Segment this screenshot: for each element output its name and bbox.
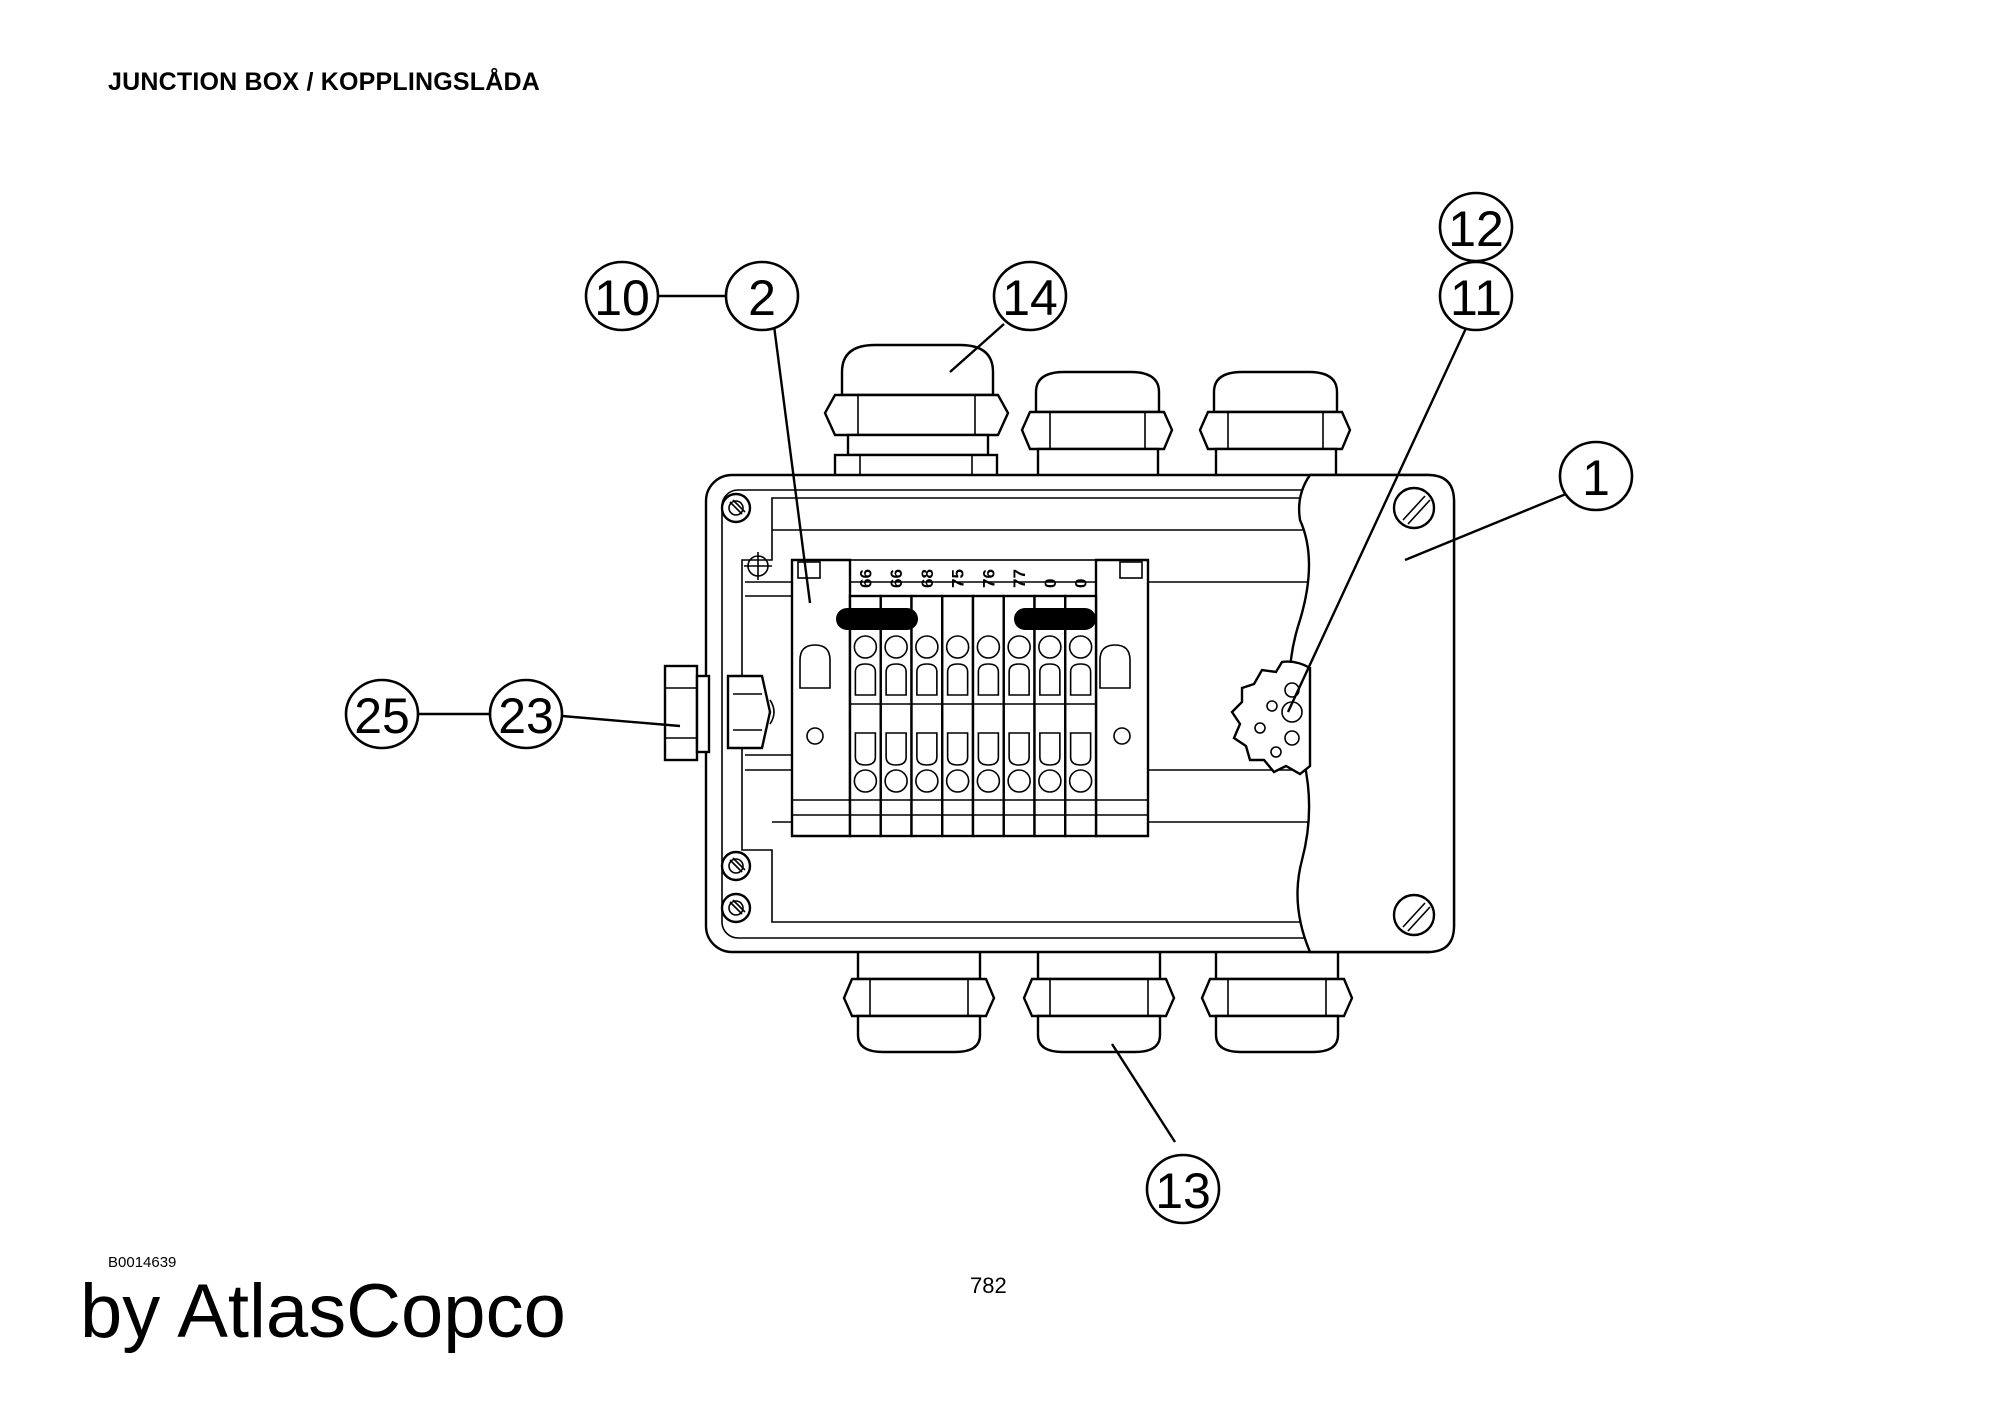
callout-25-label: 25 <box>354 688 410 744</box>
terminal-label-3: 68 <box>918 569 937 588</box>
end-bracket-left <box>790 558 852 838</box>
callout-1: 1 <box>1558 440 1634 512</box>
terminal-label-2: 66 <box>887 569 906 588</box>
callout-10: 10 <box>584 260 660 332</box>
callout-23: 23 <box>488 678 564 750</box>
terminal-6 <box>1002 594 1036 838</box>
cable-gland-bottom-middle <box>1022 949 1176 1054</box>
terminal-8 <box>1064 594 1098 838</box>
callout-1-label: 1 <box>1582 450 1610 506</box>
callout-11-label: 11 <box>1450 270 1502 326</box>
callout-2-label: 2 <box>748 270 776 326</box>
cable-gland-top-right <box>1198 370 1352 479</box>
brand-watermark: by AtlasCopco <box>80 1269 566 1354</box>
callout-12-label: 12 <box>1448 201 1504 257</box>
terminal-label-5: 76 <box>979 569 998 588</box>
terminal-label-1: 66 <box>856 569 875 588</box>
jumper-bar-right <box>1014 608 1096 630</box>
terminal-2 <box>879 594 913 838</box>
leader-lines <box>416 294 1567 1143</box>
terminal-1 <box>848 594 882 838</box>
cable-gland-bottom-right <box>1200 949 1354 1054</box>
terminal-label-6: 77 <box>1010 569 1029 588</box>
terminal-label-7: 0 <box>1041 579 1060 588</box>
callout-11: 11 <box>1438 260 1514 332</box>
callout-25: 25 <box>344 678 420 750</box>
drawing-id: B0014639 <box>108 1254 177 1271</box>
terminal-5 <box>971 594 1005 838</box>
bottom-cable-glands <box>842 949 1354 1054</box>
end-bracket-right <box>1094 558 1150 838</box>
jumper-bar-left <box>836 608 918 630</box>
cable-gland-top-left <box>823 343 1010 479</box>
callout-2: 2 <box>724 260 800 332</box>
callout-14-label: 14 <box>1002 270 1058 326</box>
top-cable-glands <box>823 343 1352 479</box>
callout-14: 14 <box>992 260 1068 332</box>
callout-13: 13 <box>1145 1153 1221 1225</box>
callout-12: 12 <box>1438 191 1514 263</box>
multi-pin-connector <box>1230 660 1312 776</box>
callout-10-label: 10 <box>594 270 650 326</box>
terminal-block: 66 66 68 75 76 77 0 0 <box>790 558 1150 838</box>
page-title: JUNCTION BOX / KOPPLINGSLÅDA <box>108 68 541 96</box>
terminal-4 <box>941 594 975 838</box>
cable-gland-bottom-left <box>842 949 996 1054</box>
callout-23-label: 23 <box>498 688 554 744</box>
terminal-label-4: 75 <box>949 569 968 588</box>
page-number: 782 <box>970 1273 1007 1298</box>
cable-gland-top-middle <box>1020 370 1174 479</box>
terminal-label-8: 0 <box>1072 579 1091 588</box>
terminal-3 <box>910 594 944 838</box>
cover <box>1288 473 1456 954</box>
terminal-7 <box>1033 594 1067 838</box>
callout-13-label: 13 <box>1155 1163 1211 1219</box>
